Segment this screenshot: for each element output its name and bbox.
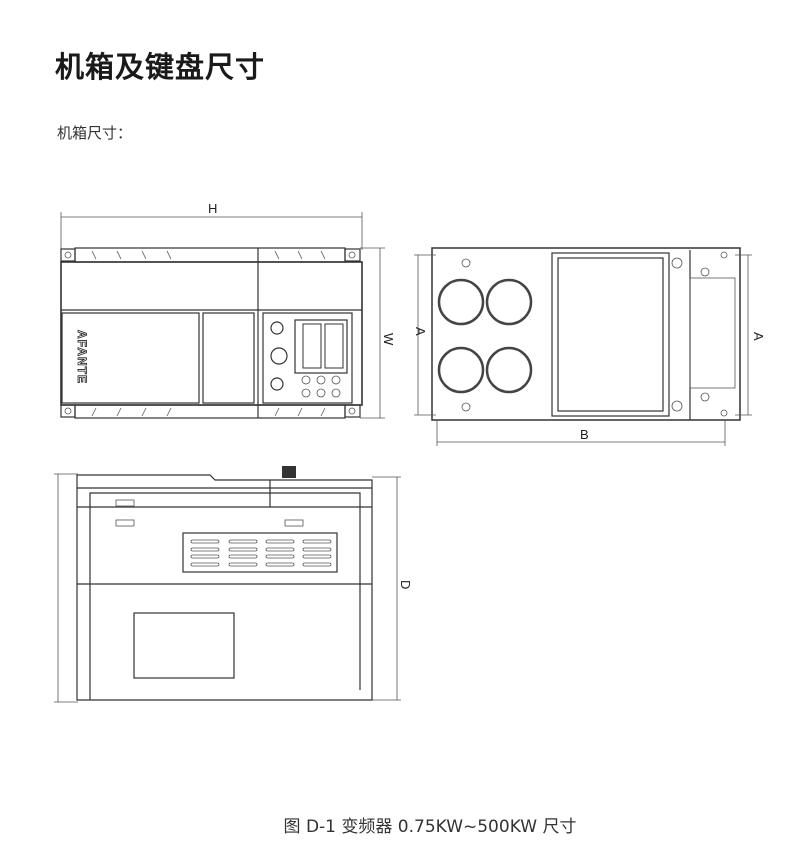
front-view-drawing: H W AFANTE xyxy=(60,201,396,419)
keypad-knob-icon xyxy=(270,347,288,365)
afante-logo: AFANTE xyxy=(75,330,89,384)
dimension-h-label: H xyxy=(208,201,217,216)
dimension-a-right-label: A xyxy=(751,332,766,341)
figure-caption: 图 D-1 变频器 0.75KW~500KW 尺寸 xyxy=(283,817,577,837)
dimension-w-label: W xyxy=(381,333,396,346)
dimension-d-label: D xyxy=(398,580,413,589)
page-title: 机箱及键盘尺寸 xyxy=(55,50,266,84)
dimension-a-left-label: A xyxy=(413,327,428,336)
dimension-b-label: B xyxy=(580,427,589,442)
section-subtitle: 机箱尺寸： xyxy=(57,124,133,142)
side-view-drawing: D xyxy=(54,466,413,703)
bottom-view-drawing: A A B xyxy=(413,247,766,446)
keypad-button-icon xyxy=(270,321,284,335)
